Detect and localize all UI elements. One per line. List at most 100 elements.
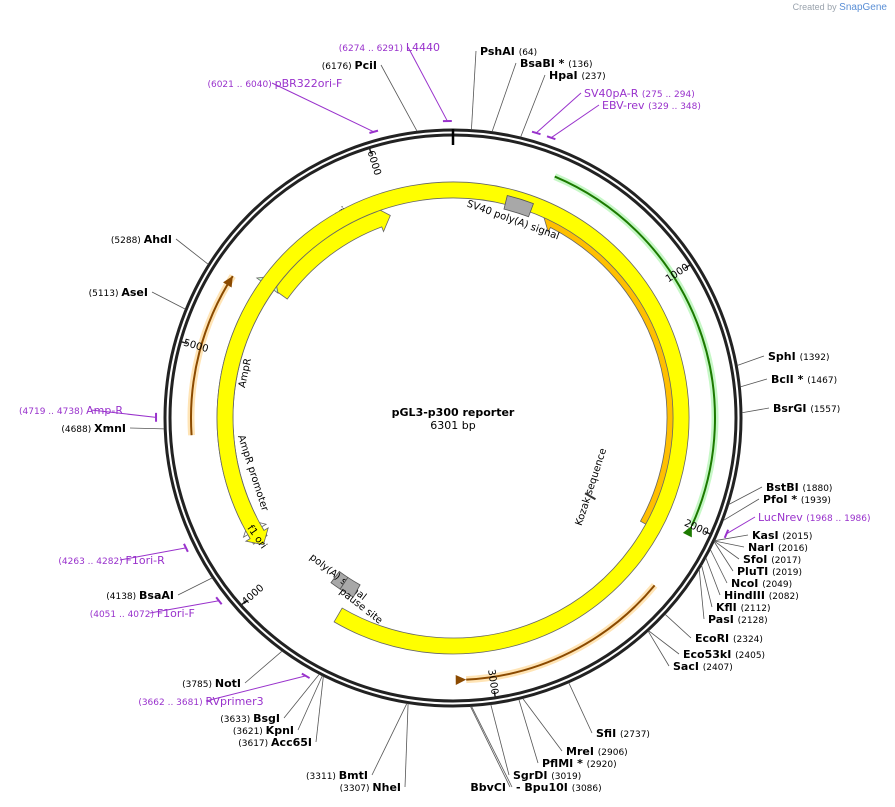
- primer-name: F1ori-F: [157, 607, 195, 620]
- enzyme-bpu10i[interactable]: - Bpu10I (3086): [471, 706, 602, 794]
- enzyme-bbvci[interactable]: BbvCI: [470, 706, 511, 794]
- enzyme-bsrgi[interactable]: BsrGI (1557): [741, 402, 840, 415]
- enzyme-pflmi[interactable]: PflMI * (2920): [518, 699, 617, 770]
- enzyme-pos: (2128): [738, 616, 768, 626]
- enzyme-acc65i[interactable]: (3617) Acc65I: [238, 676, 324, 749]
- enzyme-bcli[interactable]: BclI * (1467): [740, 373, 837, 388]
- enzyme-label-bsabi: BsaBI * (136): [520, 57, 592, 70]
- enzyme-leader-bsaai: [177, 577, 213, 596]
- enzyme-label-noti: (3785) NotI: [182, 677, 241, 690]
- primer-f1ori-r[interactable]: (4263 .. 4282) F1ori-R: [58, 543, 189, 567]
- orange-arc-left-line: [190, 275, 234, 436]
- enzyme-kfli[interactable]: KflI (2112): [701, 565, 771, 614]
- enzyme-name: NarI: [748, 541, 778, 554]
- primer-f1ori-f[interactable]: (4051 .. 4072) F1ori-F: [90, 596, 223, 620]
- orange-arc-left: [187, 274, 236, 436]
- primer-name: Amp-R: [86, 404, 123, 417]
- enzyme-leader-acc65i: [315, 676, 324, 743]
- enzyme-pos: (2112): [741, 604, 771, 614]
- primer-lucnrev[interactable]: LucNrev (1968 .. 1986): [723, 511, 871, 539]
- enzyme-saci[interactable]: SacI (2407): [647, 630, 733, 673]
- enzyme-pos: (3617): [238, 739, 271, 749]
- primer-name: L4440: [406, 41, 440, 54]
- enzyme-noti[interactable]: (3785) NotI: [182, 650, 283, 690]
- enzyme-label-hpai: HpaI (237): [549, 69, 606, 82]
- primer-pos: (4719 .. 4738): [19, 407, 86, 417]
- enzyme-label-sphi: SphI (1392): [768, 350, 830, 363]
- primer-name: SV40pA-R: [584, 87, 642, 100]
- primer-mark-rvprimer3: [301, 672, 311, 679]
- enzyme-eco53ki[interactable]: Eco53kI (2405): [648, 630, 765, 661]
- enzyme-ahdi[interactable]: (5288) AhdI: [111, 233, 209, 265]
- enzyme-sgrdi[interactable]: SgrDI (3019): [490, 704, 581, 782]
- enzyme-leader-pshai: [471, 50, 477, 130]
- enzyme-pos: (2019): [772, 568, 802, 578]
- enzyme-pos: (3019): [551, 772, 581, 782]
- enzyme-leader-pcii: [380, 64, 418, 132]
- plasmid-size: 6301 bp: [430, 419, 475, 432]
- enzyme-pos: (5113): [89, 289, 122, 299]
- enzyme-hindiii[interactable]: HindIII (2082): [705, 557, 799, 602]
- enzyme-label-sfoi: SfoI (2017): [743, 553, 801, 566]
- primer-pos: (6021 .. 6040): [207, 80, 274, 90]
- enzyme-name: KflI: [716, 601, 741, 614]
- enzyme-hpai[interactable]: HpaI (237): [520, 69, 606, 138]
- enzyme-kpni[interactable]: (3621) KpnI: [233, 675, 323, 737]
- enzyme-bsabi[interactable]: BsaBI * (136): [491, 57, 592, 132]
- enzyme-pshai[interactable]: PshAI (64): [471, 45, 537, 130]
- enzyme-sfoi[interactable]: SfoI (2017): [714, 540, 801, 566]
- enzyme-bmti[interactable]: (3311) BmtI: [306, 703, 408, 782]
- enzyme-pasi[interactable]: PasI (2128): [698, 569, 768, 626]
- enzyme-pos: (2082): [769, 592, 799, 602]
- enzyme-label-sfii: SfiI (2737): [596, 727, 650, 740]
- enzyme-xmni[interactable]: (4688) XmnI: [61, 422, 165, 435]
- enzyme-leader-pflmi: [518, 699, 539, 764]
- primer-leader-ebv-rev: [550, 104, 600, 139]
- enzyme-sfii[interactable]: SfiI (2737): [568, 682, 650, 740]
- enzyme-label-sgrdi: SgrDI (3019): [513, 769, 581, 782]
- enzyme-ecori[interactable]: EcoRI (2324): [664, 613, 763, 645]
- enzyme-ncoi[interactable]: NcoI (2049): [709, 549, 792, 590]
- enzyme-sphi[interactable]: SphI (1392): [737, 350, 830, 366]
- orange-arc-right-arrowhead: [455, 674, 467, 685]
- enzyme-label-pluti: PluTI (2019): [737, 565, 802, 578]
- enzyme-label-pfoi: PfoI * (1939): [763, 493, 831, 506]
- primer-ebv-rev[interactable]: EBV-rev (329 .. 348): [546, 99, 701, 141]
- enzyme-pos: (5288): [111, 236, 144, 246]
- enzyme-pos: (1392): [800, 353, 830, 363]
- enzyme-leader-pasi: [698, 569, 705, 620]
- primer-pos: (275 .. 294): [642, 90, 695, 100]
- enzyme-pfoi[interactable]: PfoI * (1939): [722, 493, 831, 521]
- enzyme-name: EcoRI: [695, 632, 733, 645]
- tick-label-4000: 4000: [240, 583, 266, 608]
- enzyme-bsaai[interactable]: (4138) BsaAI: [106, 577, 213, 602]
- enzyme-label-asei: (5113) AseI: [89, 286, 148, 299]
- primer-amp-r[interactable]: (4719 .. 4738) Amp-R: [19, 404, 158, 422]
- primer-label-ebv-rev: EBV-rev (329 .. 348): [602, 99, 701, 112]
- enzyme-bstbi[interactable]: BstBI (1880): [728, 481, 833, 505]
- enzyme-bsgi[interactable]: (3633) BsgI: [220, 673, 320, 725]
- inner-arcs-layer: [187, 173, 719, 685]
- orange-arc-right-line: [466, 584, 656, 681]
- primer-rvprimer3[interactable]: (3662 .. 3681) RVprimer3: [138, 672, 311, 708]
- primer-l4440[interactable]: (6274 .. 6291) L4440: [339, 41, 452, 123]
- primer-sv40pa-r[interactable]: SV40pA-R (275 .. 294): [531, 87, 695, 136]
- enzyme-kasi[interactable]: KasI (2015): [714, 529, 813, 542]
- enzyme-asei[interactable]: (5113) AseI: [89, 286, 186, 310]
- enzyme-pcii[interactable]: (6176) PciI: [322, 59, 418, 132]
- enzyme-leader-pluti: [713, 541, 734, 572]
- enzyme-name: KasI: [752, 529, 782, 542]
- enzyme-leader-pfoi: [722, 498, 760, 521]
- enzyme-pluti[interactable]: PluTI (2019): [713, 541, 802, 578]
- enzyme-pos: (2920): [587, 760, 617, 770]
- enzyme-label-acc65i: (3617) Acc65I: [238, 736, 312, 749]
- enzyme-nhei[interactable]: (3307) NheI: [340, 703, 409, 794]
- enzyme-leader-bcli: [740, 378, 768, 388]
- enzyme-leader-sfii: [568, 682, 593, 734]
- primer-leader-sv40pa-r: [535, 92, 582, 134]
- primer-pbr322ori-f[interactable]: (6021 .. 6040) pBR322ori-F: [207, 77, 379, 134]
- enzyme-mrei[interactable]: MreI (2906): [522, 698, 628, 758]
- enzyme-name: HpaI: [549, 69, 581, 82]
- enzyme-nari[interactable]: NarI (2016): [714, 540, 808, 554]
- enzyme-name: BclI *: [771, 373, 807, 386]
